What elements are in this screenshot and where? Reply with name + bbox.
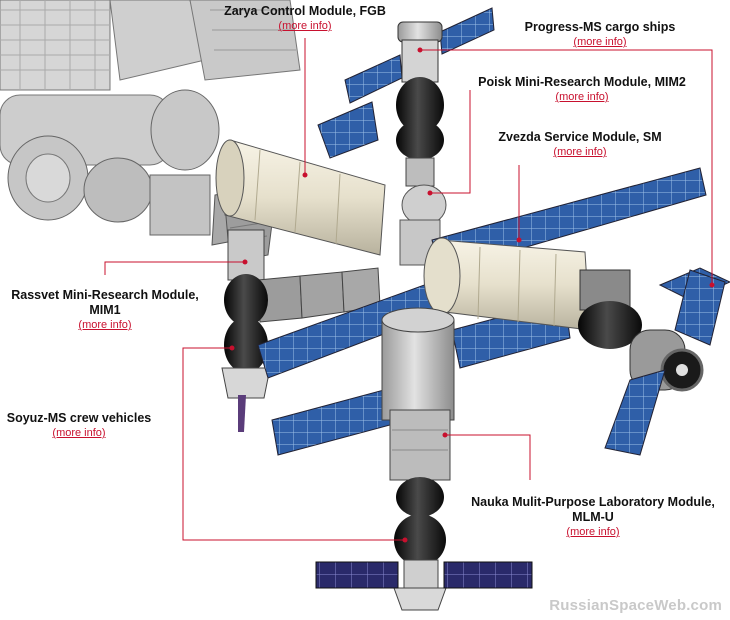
label-zarya-more-link[interactable]: (more info) bbox=[278, 20, 332, 32]
label-soyuz: Soyuz-MS crew vehicles (more info) bbox=[0, 411, 158, 440]
label-poisk-title: Poisk Mini-Research Module, MIM2 bbox=[478, 75, 686, 89]
label-zvezda-title: Zvezda Service Module, SM bbox=[498, 130, 662, 144]
label-progress-more-link[interactable]: (more info) bbox=[573, 36, 627, 48]
leader-dots bbox=[229, 47, 715, 543]
leader-poisk bbox=[430, 90, 471, 194]
rassvet-graphic bbox=[227, 229, 381, 323]
label-zarya-title: Zarya Control Module, FGB bbox=[224, 4, 386, 18]
label-nauka-more-link[interactable]: (more info) bbox=[566, 526, 620, 538]
soyuz-left-graphic bbox=[221, 274, 271, 432]
label-rassvet-title-2: MIM1 bbox=[89, 303, 121, 317]
watermark: RussianSpaceWeb.com bbox=[549, 597, 722, 614]
progress-top-panels-graphic bbox=[317, 7, 495, 159]
label-rassvet-title-1: Rassvet Mini-Research Module, bbox=[11, 288, 199, 302]
vertical-stack-graphic bbox=[396, 21, 447, 266]
label-poisk-more-link[interactable]: (more info) bbox=[555, 91, 609, 103]
label-nauka-title-2: MLM-U bbox=[572, 510, 614, 524]
label-rassvet-more-link[interactable]: (more info) bbox=[78, 319, 132, 331]
leader-soyuz bbox=[182, 347, 405, 541]
label-soyuz-more-link[interactable]: (more info) bbox=[52, 427, 106, 439]
label-progress-title: Progress-MS cargo ships bbox=[524, 20, 676, 34]
us-segment-graphic bbox=[0, 0, 301, 263]
label-nauka: Nauka Mulit-Purpose Laboratory Module, M… bbox=[458, 495, 728, 539]
label-poisk: Poisk Mini-Research Module, MIM2 (more i… bbox=[462, 75, 702, 104]
label-progress: Progress-MS cargo ships (more info) bbox=[505, 20, 695, 49]
label-zvezda-more-link[interactable]: (more info) bbox=[553, 146, 607, 158]
label-soyuz-title: Soyuz-MS crew vehicles bbox=[6, 411, 152, 425]
leader-progress bbox=[420, 49, 713, 285]
label-zvezda: Zvezda Service Module, SM (more info) bbox=[480, 130, 680, 159]
zarya-graphic bbox=[215, 139, 386, 256]
nauka-graphic bbox=[381, 307, 455, 481]
leader-nauka bbox=[445, 434, 531, 480]
label-rassvet: Rassvet Mini-Research Module, MIM1 (more… bbox=[0, 288, 210, 332]
soyuz-bottom-graphic bbox=[315, 477, 533, 611]
leader-lines bbox=[104, 38, 713, 541]
label-zarya: Zarya Control Module, FGB (more info) bbox=[190, 4, 420, 33]
leader-rassvet bbox=[104, 261, 245, 275]
label-nauka-title-1: Nauka Mulit-Purpose Laboratory Module, bbox=[471, 495, 715, 509]
